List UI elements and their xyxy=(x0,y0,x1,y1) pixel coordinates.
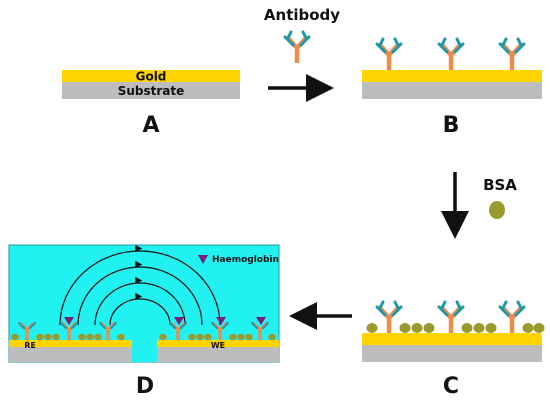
haemoglobin-icon xyxy=(198,255,208,264)
substrate-left xyxy=(9,347,132,362)
antibody-icon xyxy=(377,39,401,70)
haemoglobin-legend: Haemoglobin xyxy=(198,255,279,265)
substrate-label: Substrate xyxy=(118,84,185,98)
re-label: RE xyxy=(24,341,36,350)
panel-d: RE WE Haemoglobin D xyxy=(8,244,280,399)
gold-layer xyxy=(362,333,542,345)
antibody-icon xyxy=(439,302,463,333)
haemoglobin-label: Haemoglobin xyxy=(212,255,279,265)
substrate-layer xyxy=(62,82,240,99)
panel-c: C xyxy=(362,302,545,399)
antibody-icon xyxy=(285,32,309,63)
panel-letter-c: C xyxy=(443,374,459,399)
electrode-gap xyxy=(132,340,157,362)
antibody-label: Antibody xyxy=(264,6,340,24)
antibody-icon xyxy=(500,302,524,333)
panel-a: Gold Substrate A xyxy=(62,70,240,138)
we-label: WE xyxy=(211,341,225,350)
gold-layer xyxy=(62,70,240,82)
gold-layer xyxy=(362,70,542,82)
panel-letter-d: D xyxy=(136,374,154,399)
electric-field-lines xyxy=(59,245,221,326)
bsa-icon xyxy=(489,201,505,219)
panel-letter-b: B xyxy=(443,113,460,138)
working-electrode xyxy=(157,340,279,347)
substrate-right xyxy=(157,347,279,362)
bsa-blocking-layer xyxy=(366,323,545,333)
antibody-reagent: Antibody xyxy=(264,6,340,63)
panel-b: B xyxy=(362,39,542,138)
substrate-layer xyxy=(362,345,542,362)
substrate-layer xyxy=(362,82,542,99)
reference-electrode xyxy=(9,340,132,347)
bsa-blocking-layer xyxy=(11,333,276,341)
bsa-reagent: BSA xyxy=(483,176,517,219)
antibody-icon xyxy=(500,39,524,70)
antibody-icon xyxy=(377,302,401,333)
bsa-label: BSA xyxy=(483,176,517,194)
gold-label: Gold xyxy=(136,70,167,84)
panel-letter-a: A xyxy=(142,113,159,138)
antibody-icon xyxy=(439,39,463,70)
captured-haemoglobin xyxy=(64,317,266,325)
